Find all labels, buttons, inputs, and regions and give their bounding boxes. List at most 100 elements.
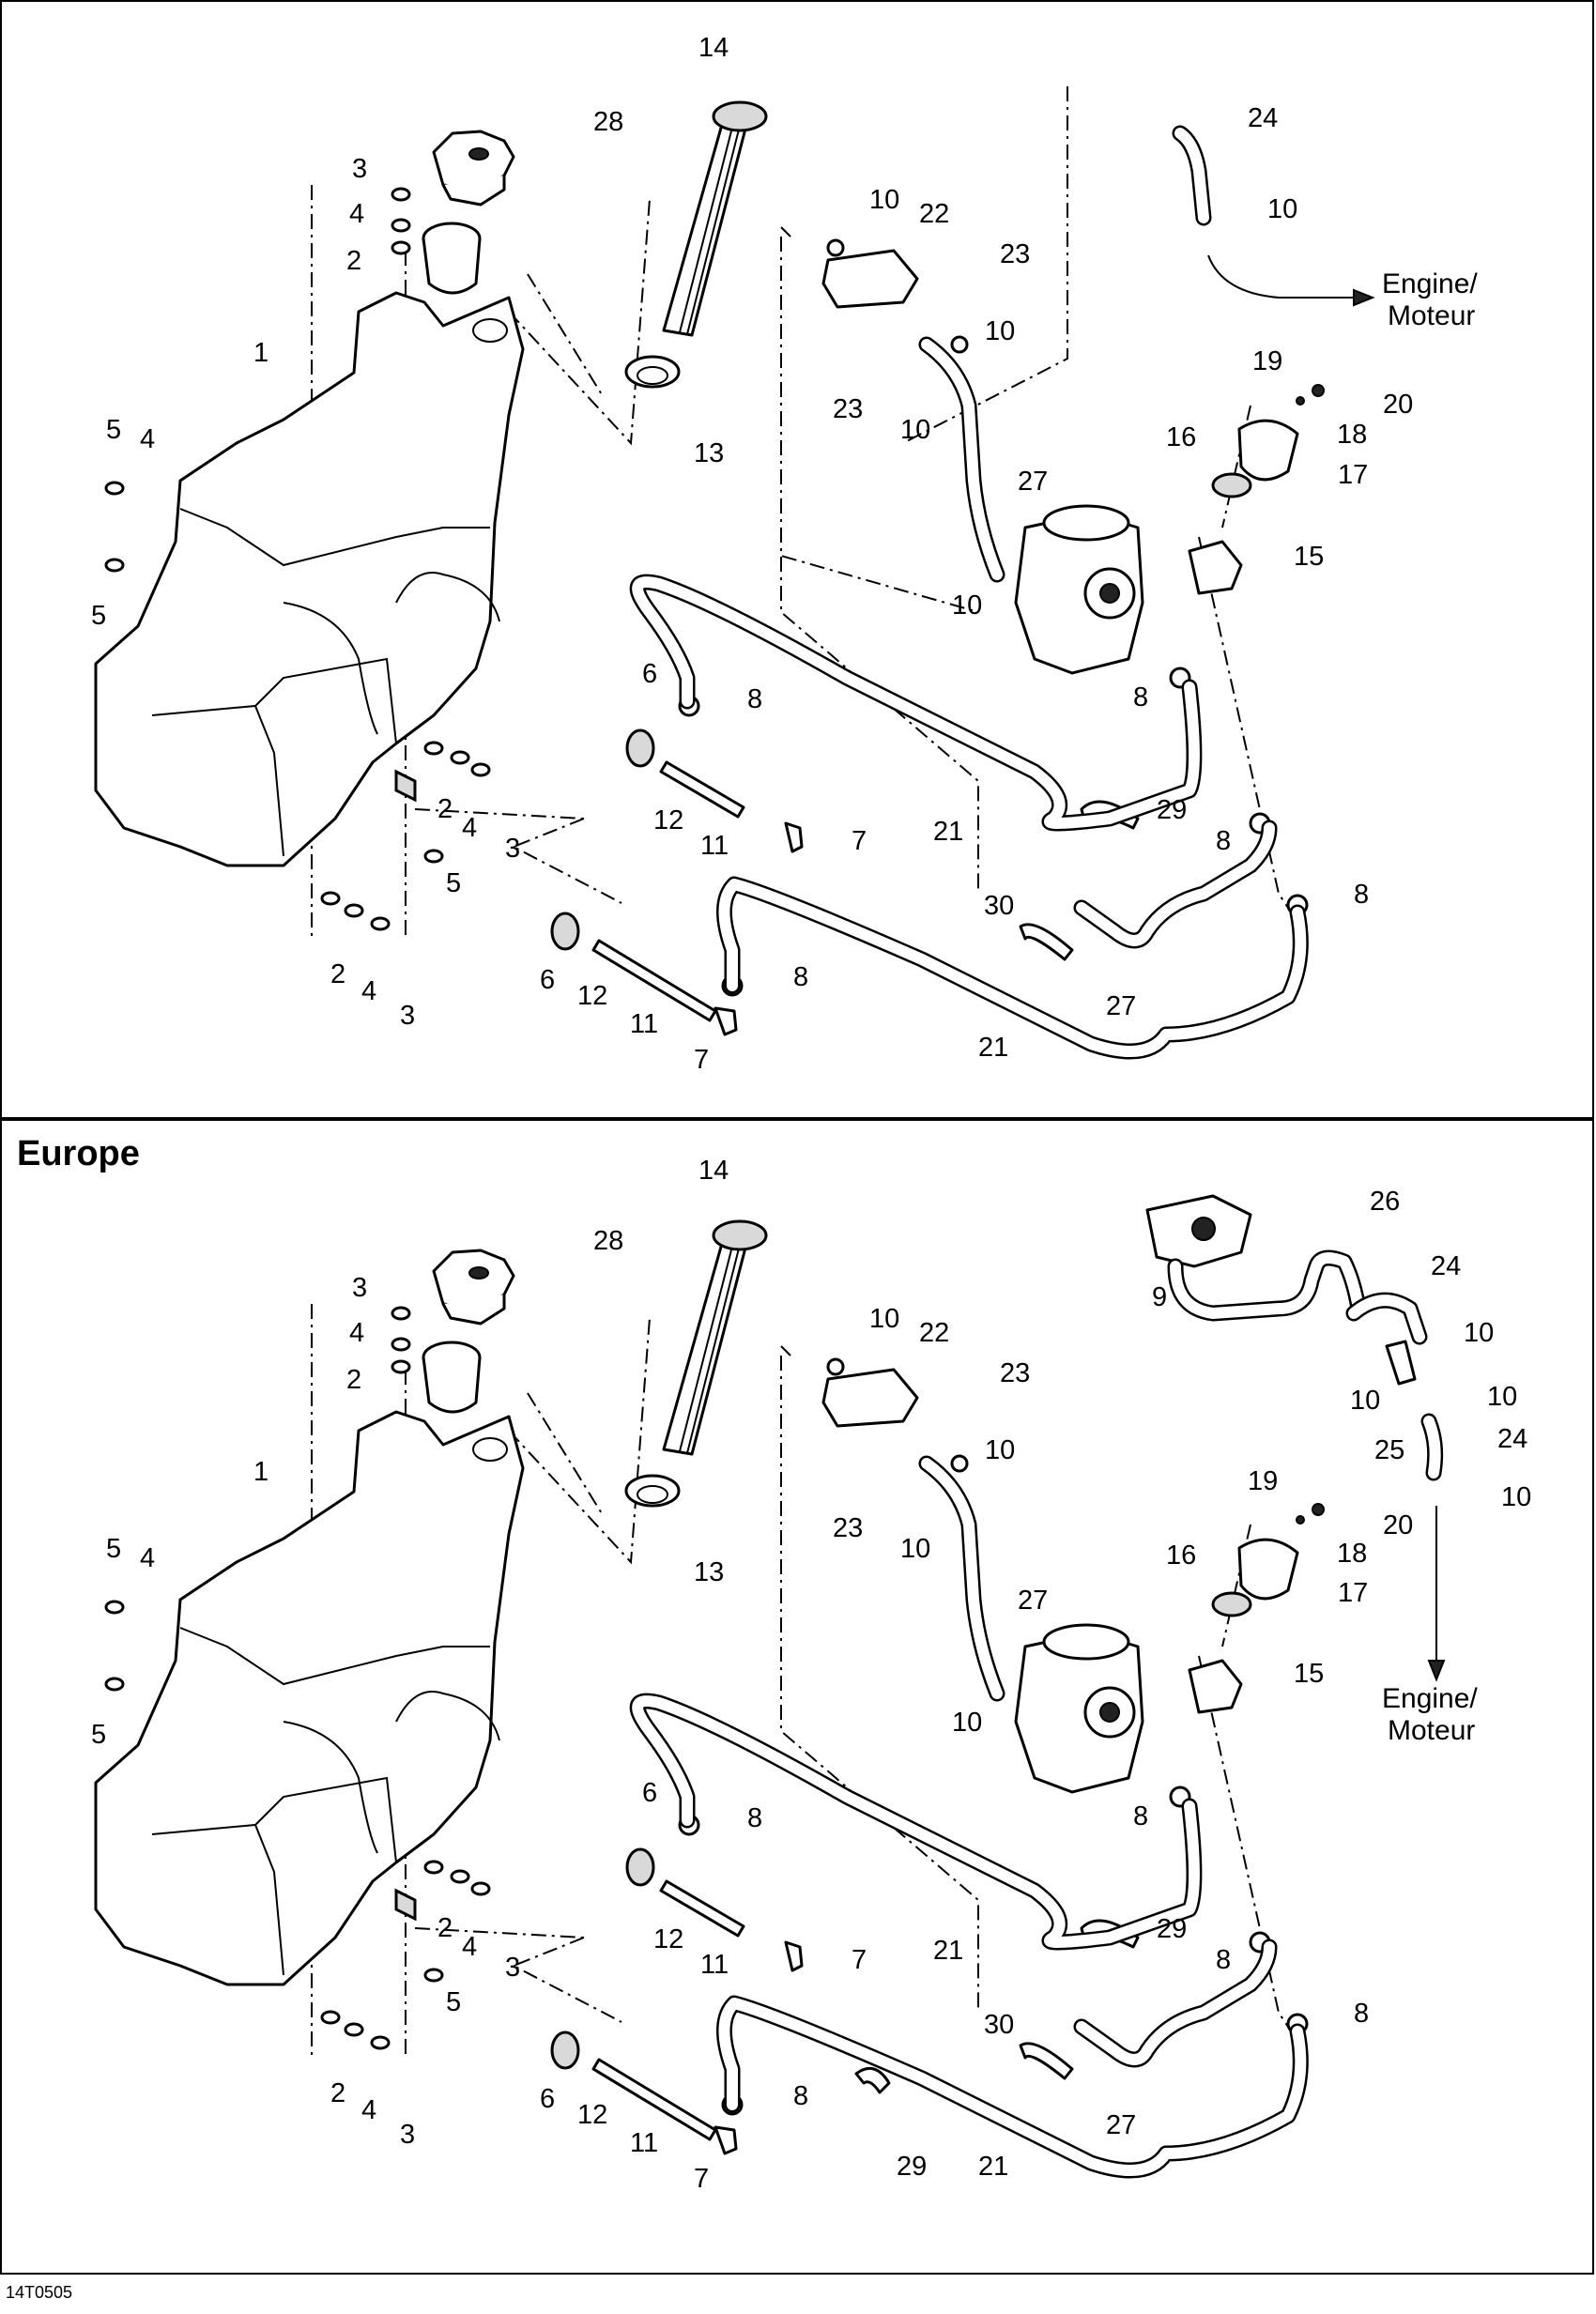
figure-code: 14T0505: [6, 2283, 73, 2302]
sender-grommet-hole: [637, 366, 668, 385]
callout-13: 13: [694, 438, 724, 468]
engine-arrow-head: [1427, 1660, 1446, 1682]
fuel-tank-contour-b: [179, 508, 490, 567]
inline-filter-25: [1385, 1340, 1417, 1386]
assembly-guide-line-10: [902, 86, 1068, 444]
callout-8: 8: [1133, 682, 1148, 713]
fastener-5: [423, 1860, 444, 1875]
vent-tube-lower: [591, 2058, 717, 2141]
callout-23: 23: [833, 1513, 863, 1543]
callout-4: 4: [462, 1932, 477, 1962]
callout-10: 10: [869, 1304, 899, 1334]
callout-14: 14: [698, 1156, 729, 1186]
fuel-valve: [1188, 1659, 1243, 1714]
destination-line1: Engine/: [1382, 1683, 1478, 1714]
callout-3: 3: [505, 834, 520, 864]
valve-seal: [1211, 472, 1252, 498]
elbow-fitting-lower: [714, 2125, 738, 2155]
callout-27: 27: [1018, 467, 1048, 497]
fastener-1: [391, 218, 411, 233]
engine-arrow-head: [1353, 288, 1375, 307]
callout-19: 19: [1252, 346, 1282, 376]
fastener-7: [470, 1881, 491, 1896]
mount-plate: [821, 249, 919, 309]
callout-28: 28: [593, 107, 623, 137]
callout-21: 21: [978, 2152, 1008, 2182]
callout-8: 8: [1133, 1801, 1148, 1831]
plate-clamp: [950, 1454, 969, 1473]
fuel-tank-contour-b: [179, 1627, 490, 1686]
callout-21: 21: [978, 1033, 1008, 1063]
callout-10: 10: [1267, 194, 1297, 224]
callout-24: 24: [1248, 103, 1278, 133]
plate-clamp: [950, 335, 969, 354]
callout-6: 6: [540, 2084, 555, 2114]
callout-8: 8: [793, 962, 808, 992]
callout-7: 7: [852, 1945, 867, 1975]
callout-22: 22: [919, 1318, 949, 1348]
callout-23: 23: [1000, 1358, 1030, 1388]
callout-10: 10: [869, 185, 899, 215]
callout-23: 23: [1000, 239, 1030, 269]
sender-grommet: [624, 1474, 681, 1508]
valve-washer: [1296, 1515, 1305, 1525]
callout-24: 24: [1497, 1424, 1527, 1454]
grommet-upper: [625, 1847, 655, 1887]
pump-hose-26-core: [1170, 1252, 1364, 1319]
callout-8: 8: [793, 2081, 808, 2111]
callout-25: 25: [1374, 1435, 1404, 1465]
callout-7: 7: [852, 826, 867, 856]
fuel-tank-contour-d: [283, 602, 378, 735]
callout-27: 27: [1018, 1586, 1048, 1616]
fastener-9: [320, 891, 341, 906]
callout-12: 12: [577, 2100, 607, 2130]
fastener-2: [391, 240, 411, 255]
fuel-hose-27a-core: [921, 1458, 1003, 1699]
callout-1: 1: [253, 338, 269, 368]
callout-2: 2: [346, 246, 361, 276]
callout-3: 3: [352, 154, 367, 184]
callout-11: 11: [700, 1950, 729, 1980]
callout-10: 10: [1464, 1318, 1494, 1348]
clamp-30: [1019, 923, 1074, 961]
callout-5: 5: [446, 868, 461, 898]
carburetor-throttle: [1099, 1702, 1120, 1723]
plate-screw-a: [826, 1357, 845, 1376]
fastener-7: [470, 762, 491, 777]
callout-2: 2: [437, 794, 453, 824]
valve-knob: [1237, 419, 1299, 482]
carburetor-top: [1042, 504, 1130, 542]
callout-12: 12: [653, 805, 683, 835]
assembly-guide-line-5: [780, 226, 791, 238]
callout-15: 15: [1294, 1659, 1324, 1689]
callout-5: 5: [106, 1534, 121, 1564]
vent-hose-lower-core: [718, 879, 1307, 1057]
callout-20: 20: [1383, 390, 1413, 420]
carburetor-throttle: [1099, 583, 1120, 604]
fuel-sender-rails: [679, 1229, 744, 1454]
callout-16: 16: [1166, 1540, 1196, 1571]
fastener-9: [320, 2010, 341, 2025]
fastener-3: [104, 481, 125, 496]
callout-15: 15: [1294, 542, 1324, 572]
callout-22: 22: [919, 199, 949, 229]
assembly-guide-line-6: [511, 1937, 622, 2023]
callout-10: 10: [1501, 1482, 1531, 1512]
callout-5: 5: [106, 415, 121, 445]
callout-2: 2: [437, 1913, 453, 1943]
callout-3: 3: [352, 1273, 367, 1303]
callout-4: 4: [462, 813, 477, 843]
assembly-guide-line-3: [527, 1392, 604, 1516]
callout-29: 29: [897, 2152, 927, 2182]
fuel-sender-port: [472, 318, 508, 343]
fastener-4: [104, 558, 125, 573]
callout-5: 5: [446, 1987, 461, 2017]
callout-6: 6: [642, 659, 657, 689]
tank-bracket: [394, 769, 417, 803]
callout-7: 7: [694, 2164, 709, 2194]
callout-10: 10: [985, 1435, 1015, 1465]
